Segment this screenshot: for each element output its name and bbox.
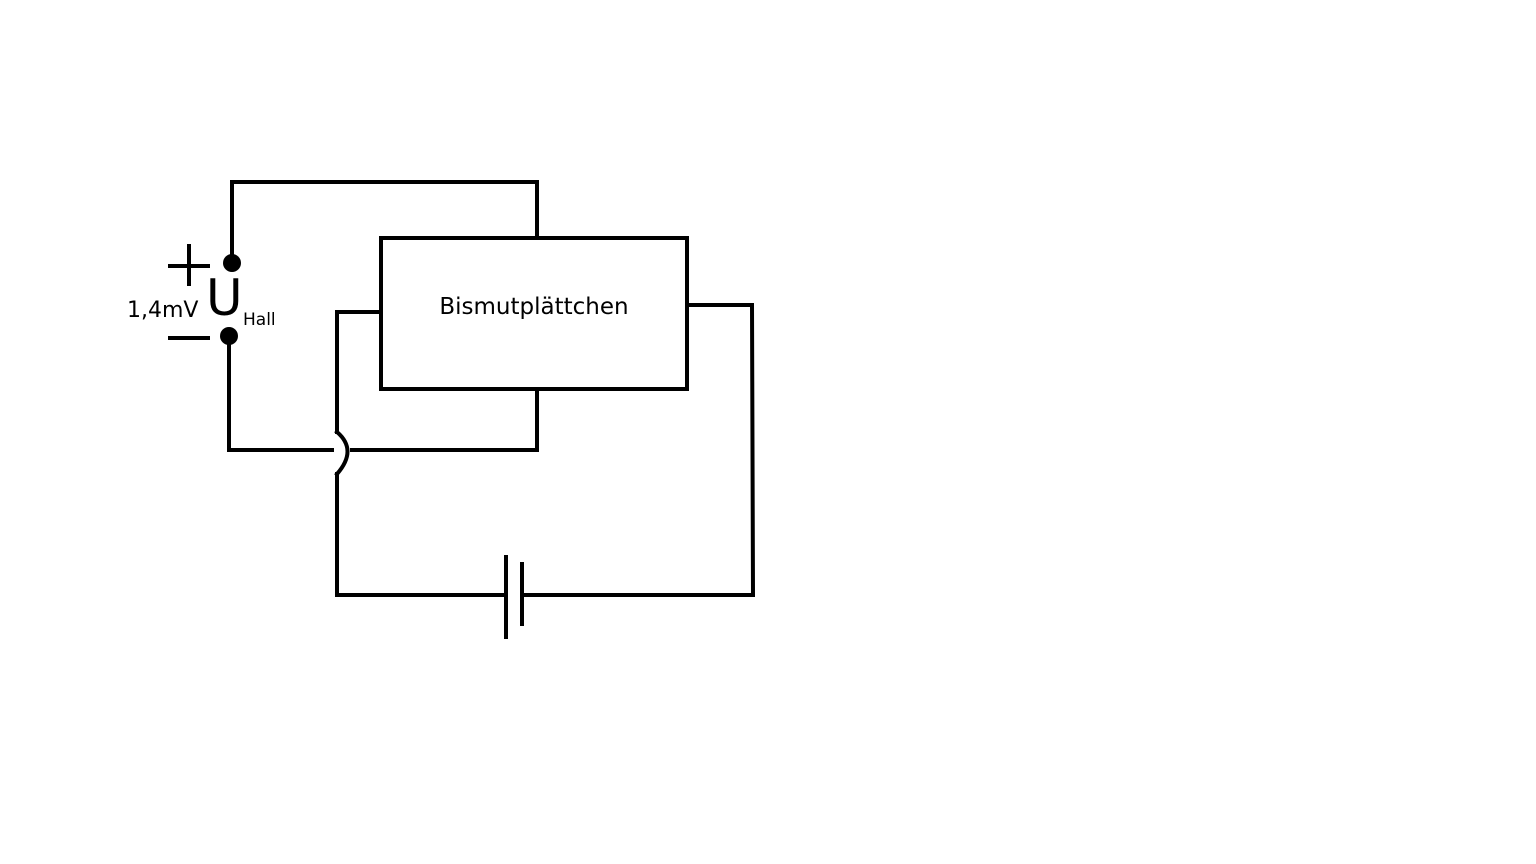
supply-wire-right: [520, 303, 756, 597]
voltage-symbol: U: [206, 269, 243, 327]
wire-crossover-hop: [334, 429, 350, 477]
voltage-subscript: Hall: [243, 310, 276, 330]
plate-label: Bismutplättchen: [439, 294, 629, 320]
hall-wire-bottom-right: [350, 387, 539, 452]
plus-sign-icon: [168, 244, 210, 286]
positive-terminal: [223, 254, 241, 272]
voltage-value: 1,4mV: [127, 298, 199, 323]
hall-wire-bottom: [227, 335, 334, 452]
negative-terminal: [220, 327, 238, 345]
supply-wire-left: [335, 310, 383, 434]
supply-wire-left-lower: [335, 472, 507, 597]
hall-wire-top: [230, 180, 539, 264]
